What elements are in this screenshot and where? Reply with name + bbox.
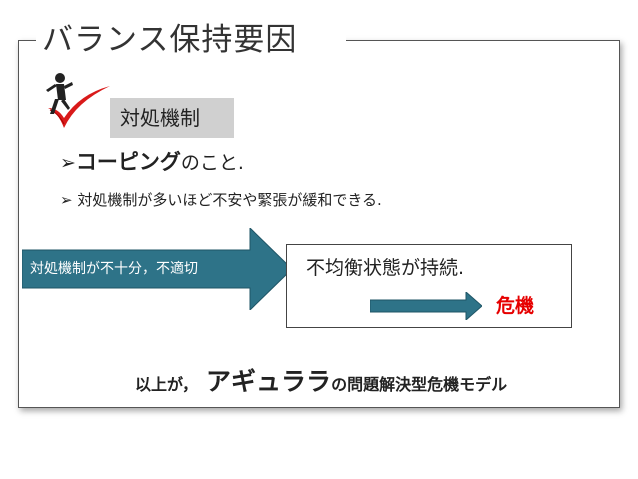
- title-background: [36, 18, 346, 62]
- bullet-text: 対処機制が多いほど不安や緊張が緩和できる.: [77, 191, 382, 209]
- bullet-bold-text: コーピング: [75, 150, 181, 174]
- footer-part-1: 以上が，: [135, 375, 199, 394]
- small-arrow-shape: [370, 292, 482, 320]
- bullet-marker: ➢: [60, 191, 73, 209]
- big-arrow-shape: [22, 228, 292, 310]
- subheading-label: 対処機制: [110, 98, 234, 138]
- crisis-label: 危機: [496, 295, 535, 317]
- arrow-label: 対処機制が不十分，不適切: [30, 261, 198, 277]
- bullet-coping: ➢コーピングのこと.: [60, 148, 244, 177]
- bullet-relief: ➢ 対処機制が多いほど不安や緊張が緩和できる.: [60, 188, 382, 212]
- bullet-marker: ➢: [60, 152, 76, 174]
- footer-part-3: の問題解決型危機モデル: [331, 375, 508, 394]
- footer-part-2: アギュララ: [206, 367, 332, 396]
- bullet-rest-text: のこと.: [180, 152, 244, 174]
- slide-title: バランス保持要因: [42, 22, 298, 58]
- person-climbing-checkmark-icon: [40, 72, 112, 136]
- imbalance-text: 不均衡状態が持続.: [306, 257, 465, 279]
- footer-summary: 以上が， アギュララの問題解決型危機モデル: [135, 362, 507, 405]
- imbalance-box: [286, 244, 572, 328]
